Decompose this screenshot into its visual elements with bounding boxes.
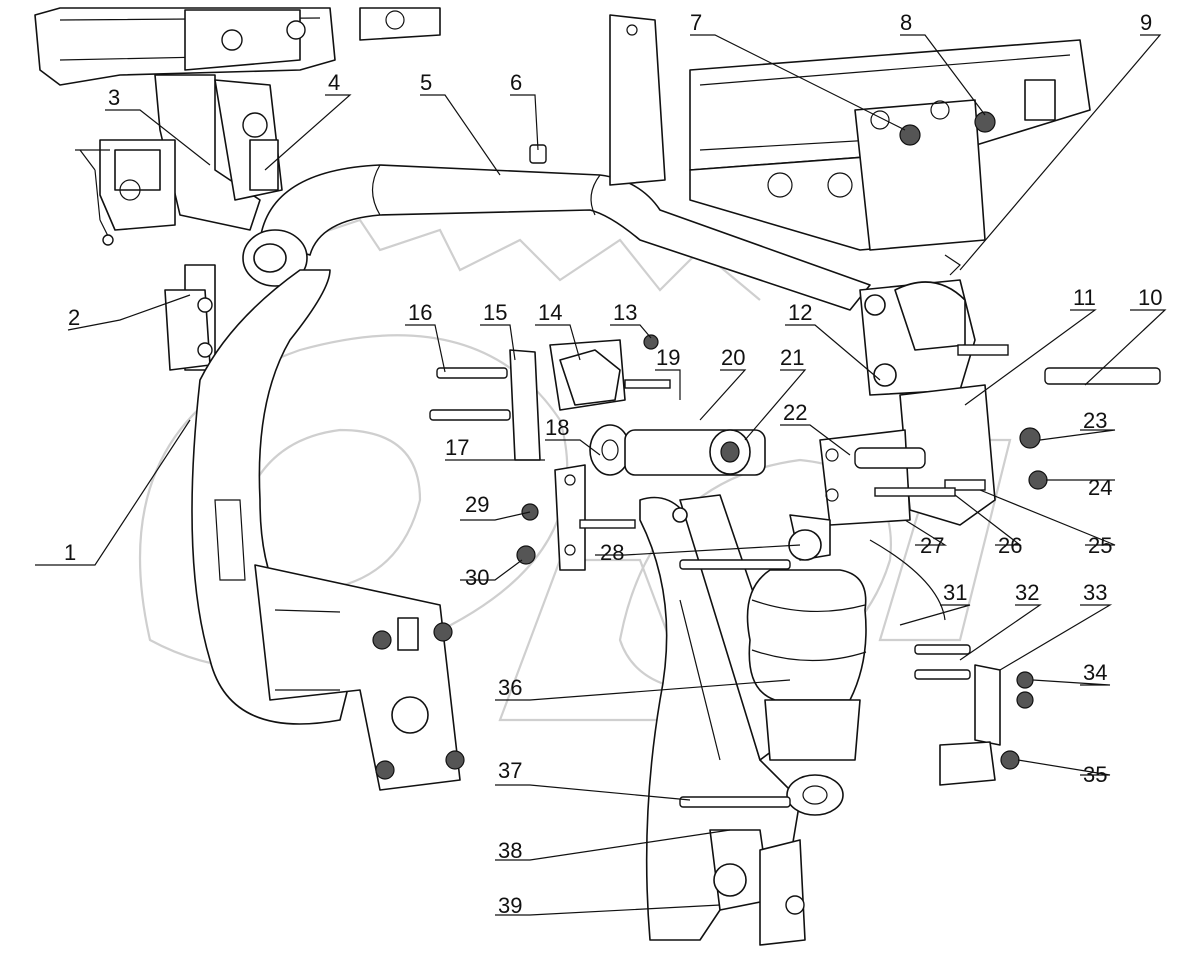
callout-39: 39 xyxy=(498,893,522,918)
right-frame-rail xyxy=(609,14,1091,251)
callout-3: 3 xyxy=(108,85,120,110)
anti-roll-tube xyxy=(259,144,871,311)
callout-22: 22 xyxy=(783,400,807,425)
callout-4: 4 xyxy=(328,70,340,95)
callout-9: 9 xyxy=(1140,10,1152,35)
callout-16: 16 xyxy=(408,300,432,325)
callout-5: 5 xyxy=(420,70,432,95)
callout-14: 14 xyxy=(538,300,562,325)
cab-lock-bracket xyxy=(819,254,1161,526)
left-trailing-arm xyxy=(164,229,465,791)
callout-38: 38 xyxy=(498,838,522,863)
callout-35: 35 xyxy=(1083,762,1107,787)
callout-28: 28 xyxy=(600,540,624,565)
callout-1: 1 xyxy=(64,540,76,565)
callout-11: 11 xyxy=(1073,285,1096,310)
callout-33: 33 xyxy=(1083,580,1107,605)
callout-18: 18 xyxy=(545,415,569,440)
callout-34: 34 xyxy=(1083,660,1107,685)
callout-26: 26 xyxy=(998,533,1022,558)
callout-2: 2 xyxy=(68,305,80,330)
callout-21: 21 xyxy=(780,345,804,370)
callout-32: 32 xyxy=(1015,580,1039,605)
callout-25: 25 xyxy=(1088,533,1112,558)
callout-30: 30 xyxy=(465,565,489,590)
callout-12: 12 xyxy=(788,300,812,325)
callout-8: 8 xyxy=(900,10,912,35)
callout-19: 19 xyxy=(656,345,680,370)
callout-6: 6 xyxy=(510,70,522,95)
callout-24: 24 xyxy=(1088,475,1112,500)
callout-27: 27 xyxy=(920,533,944,558)
callout-15: 15 xyxy=(483,300,507,325)
cab-mount-bracket xyxy=(75,74,283,246)
callout-29: 29 xyxy=(465,492,489,517)
center-link-assembly xyxy=(429,334,766,571)
mounting-clip-bracket xyxy=(516,503,1034,786)
callout-31: 31 xyxy=(943,580,967,605)
callout-10: 10 xyxy=(1138,285,1162,310)
callout-labels: 1 2 3 4 5 6 7 8 9 10 11 12 13 14 15 16 1… xyxy=(64,10,1162,918)
callout-13: 13 xyxy=(613,300,637,325)
callout-17: 17 xyxy=(445,435,469,460)
callout-20: 20 xyxy=(721,345,745,370)
right-trailing-arm xyxy=(639,494,867,946)
callout-23: 23 xyxy=(1083,408,1107,433)
callout-37: 37 xyxy=(498,758,522,783)
left-frame-rail xyxy=(34,7,441,86)
callout-leaders xyxy=(35,34,1167,916)
callout-36: 36 xyxy=(498,675,522,700)
callout-7: 7 xyxy=(690,10,702,35)
